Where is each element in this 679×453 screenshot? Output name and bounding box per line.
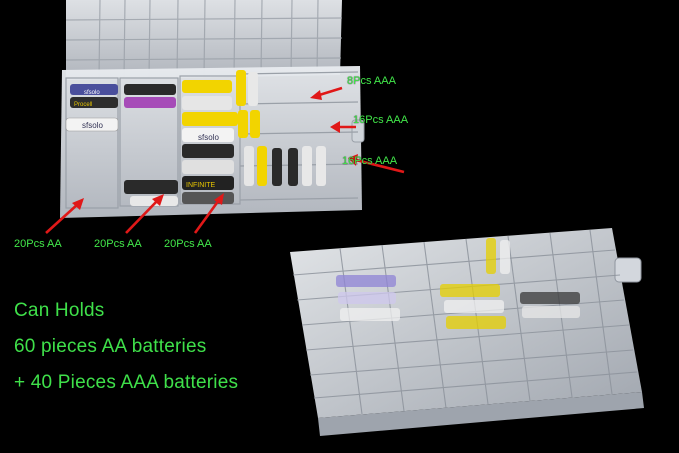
label-20pcs-aa-left: 20Pcs AA [14,238,62,250]
annotation-arrows [45,86,405,234]
battery-brand-text: sfsolo [198,133,219,142]
headline-line-3: + 40 Pieces AAA batteries [14,372,239,393]
closed-case [290,228,644,436]
arrow-icon [125,194,164,234]
battery-brand-text: sfsolo [82,121,103,130]
label-20pcs-aa-mid: 20Pcs AA [94,238,142,250]
arrow-icon [330,121,356,133]
headline-line-2: 60 pieces AA batteries [14,336,207,357]
arrow-icon [45,198,84,234]
label-16pcs-aaa-2: 16Pcs AAA [342,155,398,167]
aaa-batteries [236,70,326,186]
arrow-icon [193,193,224,234]
label-8pcs-aaa: 8Pcs AAA [347,75,396,87]
open-case-tray: sfsolo sfsolo Procell sf [60,66,365,218]
label-20pcs-aa-right: 20Pcs AA [164,238,212,250]
arrow-icon [348,154,405,174]
battery-brand-text: INFINITE [186,182,215,189]
label-16pcs-aaa: 16Pcs AAA [353,114,409,126]
battery-brand-text: Procell [74,102,92,108]
headline-line-1: Can Holds [14,300,105,321]
aa-batteries-col2 [124,84,178,206]
aa-batteries-col3: sfsolo INFINITE [182,80,238,204]
battery-brand-text: sfsolo [84,90,100,96]
aa-batteries-col1: sfsolo sfsolo Procell [65,84,119,132]
arrow-icon [310,86,343,100]
open-case-lid [65,0,343,80]
